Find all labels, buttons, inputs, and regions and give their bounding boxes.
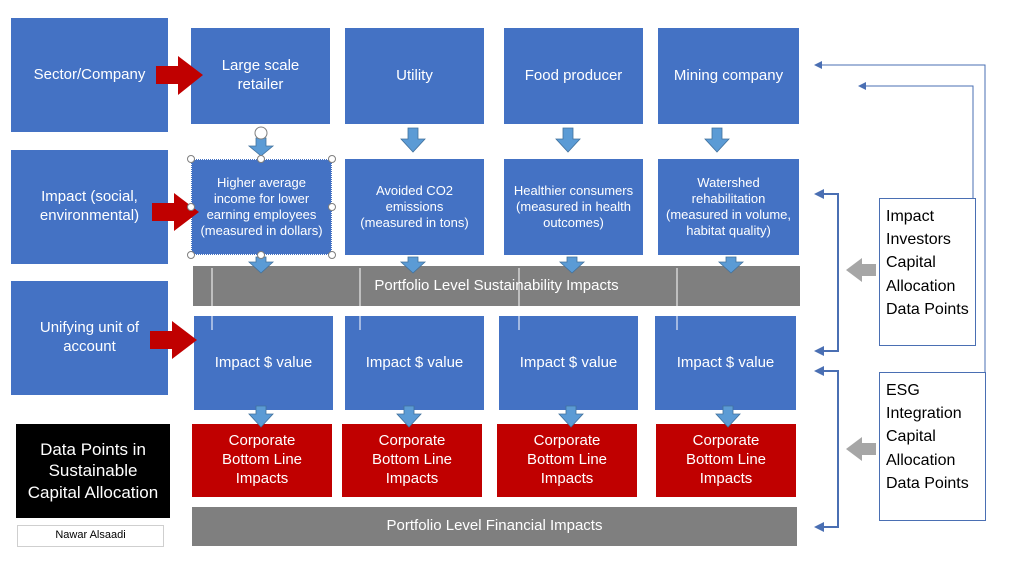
red-arrow-impact: [152, 193, 199, 231]
impact-box-4: Watershed rehabilitation (measured in vo…: [658, 159, 799, 255]
esg-integration-panel: ESG Integration Capital Allocation Data …: [879, 372, 986, 521]
author-label: Nawar Alsaadi: [17, 525, 164, 547]
company-box-1: Large scale retailer: [191, 28, 330, 124]
row-label-unit: Unifying unit of account: [11, 281, 168, 395]
bracket-top: [818, 193, 839, 352]
title-box: Data Points in Sustainable Capital Alloc…: [16, 424, 170, 518]
row-label-impact: Impact (social, environmental): [11, 150, 168, 264]
corporate-box-3: Corporate Bottom Line Impacts: [497, 424, 637, 497]
bracket-bottom: [818, 370, 839, 528]
line-to-sector-1: [818, 64, 986, 372]
down-arrow-impact-2: [399, 256, 427, 274]
portfolio-sustainability-bar: Portfolio Level Sustainability Impacts: [193, 266, 800, 306]
impact-box-2: Avoided CO2 emissions (measured in tons): [345, 159, 484, 255]
impact-investors-panel: Impact Investors Capital Allocation Data…: [879, 198, 976, 346]
down-arrow-company-4: [704, 127, 730, 153]
down-arrow-value-1: [248, 405, 274, 428]
line-to-sector-2: [862, 85, 974, 198]
impact-box-3: Healthier consumers (measured in health …: [504, 159, 643, 255]
down-arrow-company-2: [400, 127, 426, 153]
down-arrow-value-4: [715, 405, 741, 428]
corporate-box-4: Corporate Bottom Line Impacts: [656, 424, 796, 497]
red-arrow-unit: [150, 321, 197, 359]
company-box-3: Food producer: [504, 28, 643, 124]
down-arrow-company-1: [247, 137, 275, 157]
impact-value-box-3: Impact $ value: [499, 316, 638, 410]
company-box-4: Mining company: [658, 28, 799, 124]
down-arrow-company-3: [555, 127, 581, 153]
impact-value-box-1: Impact $ value: [194, 316, 333, 410]
gray-arrow-top: [846, 258, 876, 282]
down-arrow-value-2: [396, 405, 422, 428]
portfolio-financial-bar: Portfolio Level Financial Impacts: [192, 507, 797, 546]
down-arrow-impact-1: [247, 256, 275, 274]
corporate-box-1: Corporate Bottom Line Impacts: [192, 424, 332, 497]
company-box-2: Utility: [345, 28, 484, 124]
impact-value-box-2: Impact $ value: [345, 316, 484, 410]
down-arrow-value-3: [558, 405, 584, 428]
gray-arrow-bottom: [846, 437, 876, 461]
red-arrow-sector: [156, 56, 203, 95]
selection-handles: [187, 126, 336, 259]
row-label-sector: Sector/Company: [11, 18, 168, 132]
down-arrow-impact-3: [558, 256, 586, 274]
down-arrow-impact-4: [717, 256, 745, 274]
corporate-box-2: Corporate Bottom Line Impacts: [342, 424, 482, 497]
impact-value-box-4: Impact $ value: [655, 316, 796, 410]
